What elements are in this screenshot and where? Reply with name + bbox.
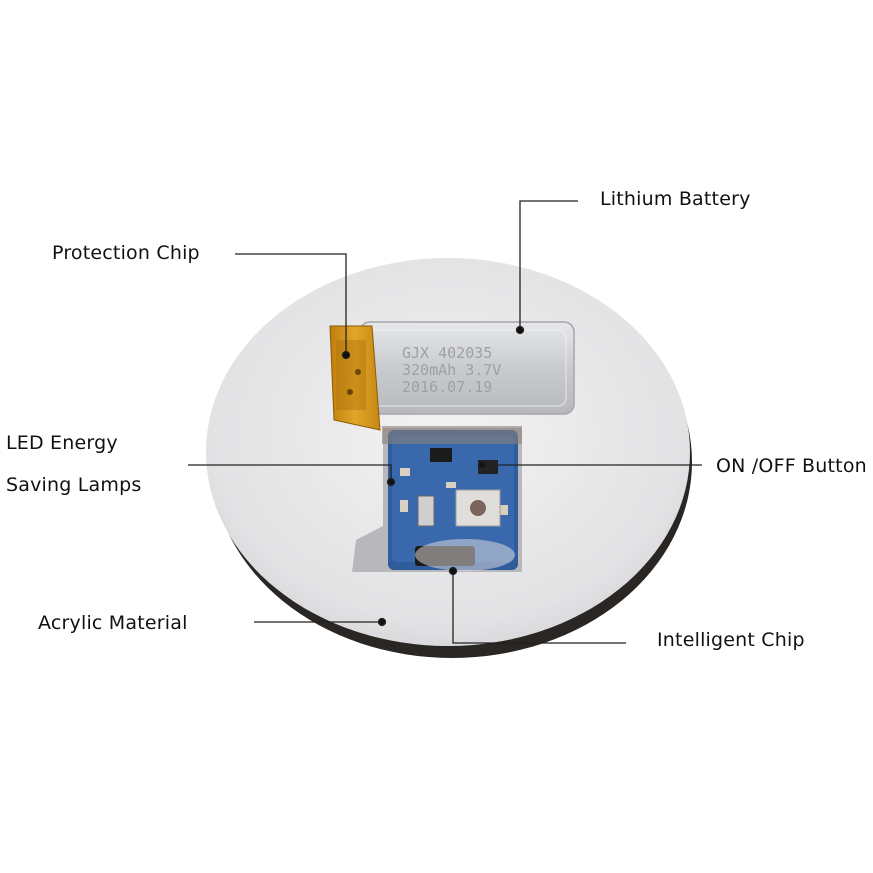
leader-lines	[188, 200, 702, 644]
label-acrylic-material: Acrylic Material	[38, 612, 188, 634]
label-led-line1: LED Energy	[6, 432, 118, 454]
leader-led	[188, 464, 392, 482]
battery-print-line2: 320mAh 3.7V	[402, 361, 501, 379]
battery-print-line1: GJX 402035	[402, 344, 492, 362]
tactile-switch	[455, 489, 501, 527]
battery-print-line3: 2016.07.19	[402, 378, 492, 396]
leader-protection-chip	[235, 253, 347, 355]
leader-intelligent-chip	[452, 571, 626, 644]
leader-lithium-battery	[519, 200, 578, 330]
label-led-line2: Saving Lamps	[6, 474, 142, 496]
label-led-energy-saving-lamps: LED Energy Saving Lamps	[6, 422, 141, 506]
label-lithium-battery: Lithium Battery	[600, 188, 751, 210]
lithium-battery: GJX 402035 320mAh 3.7V 2016.07.19	[359, 321, 575, 415]
circuit-board	[382, 426, 522, 571]
protection-chip	[329, 325, 381, 431]
label-protection-chip: Protection Chip	[52, 242, 200, 264]
label-intelligent-chip: Intelligent Chip	[657, 629, 805, 651]
label-onoff-button: ON /OFF Button	[716, 455, 867, 477]
